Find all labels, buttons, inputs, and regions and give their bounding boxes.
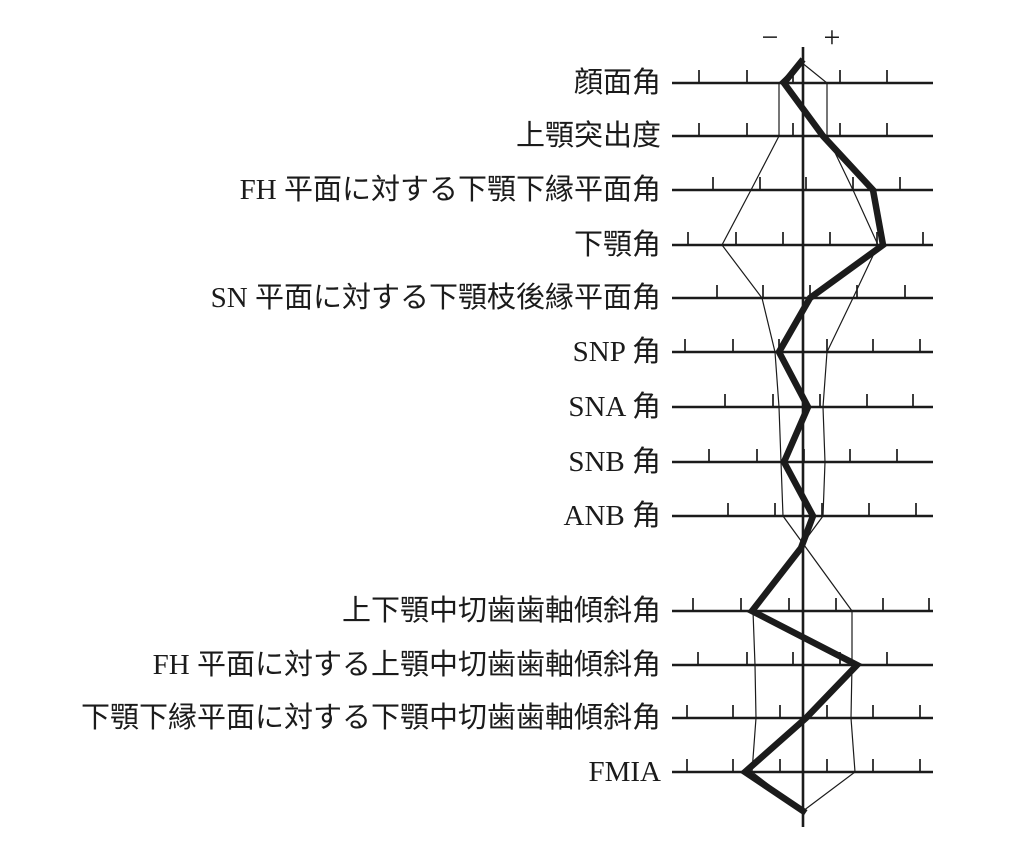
row-label-1: 上顎突出度 bbox=[516, 119, 661, 152]
plus-sign-label: + bbox=[824, 21, 841, 54]
row-label-8: ANB 角 bbox=[564, 499, 661, 532]
row-label-7: SNB 角 bbox=[568, 445, 661, 478]
row-label-6: SNA 角 bbox=[568, 390, 661, 423]
row-label-11: 下顎下縁平面に対する下顎中切歯歯軸傾斜角 bbox=[81, 701, 661, 734]
row-label-12: FMIA bbox=[588, 756, 661, 788]
row-label-3: 下顎角 bbox=[574, 228, 661, 261]
row-label-0: 顔面角 bbox=[574, 66, 661, 99]
row-label-5: SNP 角 bbox=[573, 335, 661, 368]
patient-profile-line bbox=[739, 57, 887, 816]
row-label-9: 上下顎中切歯歯軸傾斜角 bbox=[342, 594, 661, 627]
minus-sign-label: − bbox=[762, 21, 779, 54]
row-label-2: FH 平面に対する下顎下縁平面角 bbox=[240, 173, 661, 206]
row-label-4: SN 平面に対する下顎枝後縁平面角 bbox=[211, 281, 661, 314]
normal-envelope-left-line bbox=[721, 61, 856, 812]
lines-layer bbox=[721, 47, 887, 827]
row-label-10: FH 平面に対する上顎中切歯歯軸傾斜角 bbox=[153, 648, 661, 681]
